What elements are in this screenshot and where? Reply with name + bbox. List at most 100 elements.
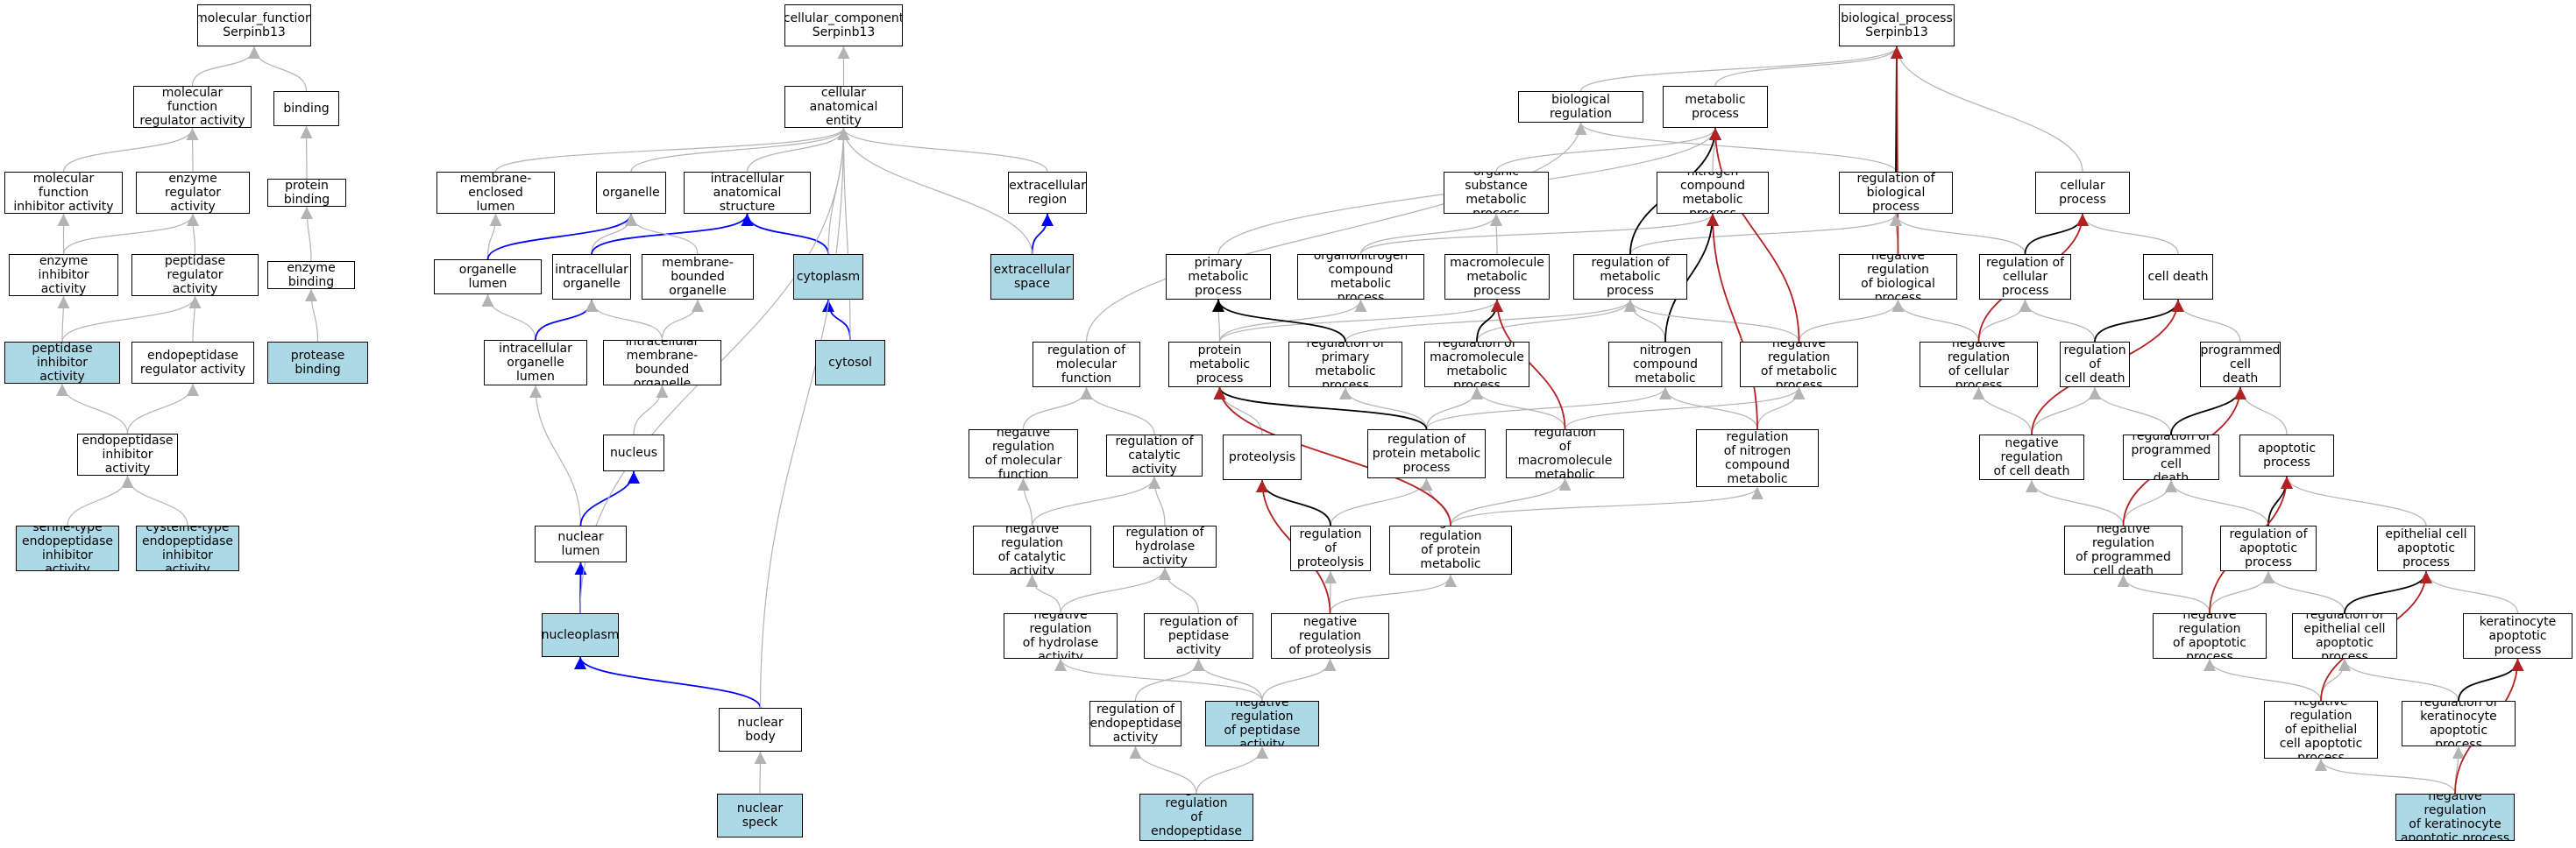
edge-is-a: [61, 295, 202, 343]
edge-is-a: [1359, 213, 1502, 255]
go-term-breg[interactable]: biological regulation: [1518, 91, 1643, 123]
go-term-nroncmp[interactable]: negative regulation of nitrogen compound…: [1696, 429, 1819, 487]
go-term-epra[interactable]: endopeptidase regulator activity: [131, 342, 254, 384]
go-term-nucleus[interactable]: nucleus: [603, 435, 664, 471]
go-term-nroepa[interactable]: negative regulation of endopeptidase act…: [1139, 794, 1253, 841]
go-term-serine[interactable]: serine-type endopeptidase inhibitor acti…: [16, 526, 119, 571]
edge-regulates: [1212, 299, 1346, 343]
go-term-er[interactable]: extracellular region: [1008, 172, 1087, 214]
go-term-ap[interactable]: apoptotic process: [2239, 435, 2334, 477]
go-term-imbo[interactable]: intracellular membrane-bounded organelle: [603, 340, 721, 385]
go-term-cd[interactable]: cell death: [2143, 254, 2213, 300]
go-term-nroecap[interactable]: negative regulation of epithelial cell a…: [2264, 701, 2378, 759]
go-term-nropa[interactable]: negative regulation of peptidase activit…: [1205, 701, 1319, 746]
edge-is-a: [591, 213, 637, 255]
go-term-protmp[interactable]: protein metabolic process: [1168, 342, 1271, 387]
go-term-ncmp[interactable]: nitrogen compound metabolic process: [1657, 172, 1769, 214]
go-term-protb[interactable]: protease binding: [267, 342, 368, 384]
go-term-nromp[interactable]: negative regulation of metabolic process: [1740, 342, 1858, 387]
go-term-pb[interactable]: protein binding: [267, 179, 346, 207]
go-term-nrokap[interactable]: negative regulation of keratinocyte apop…: [2395, 794, 2515, 841]
go-term-mfra[interactable]: molecular function regulator activity: [133, 86, 252, 128]
go-term-epia[interactable]: endopeptidase inhibitor activity: [77, 434, 178, 476]
go-term-nroap[interactable]: negative regulation of apoptotic process: [2153, 613, 2267, 659]
go-term-nrommp[interactable]: negative regulation of macromolecule met…: [1506, 429, 1624, 478]
go-term-ropcd[interactable]: regulation of programmed cell death: [2123, 435, 2219, 480]
go-term-romp[interactable]: regulation of metabolic process: [1573, 254, 1687, 300]
go-term-io[interactable]: intracellular organelle: [552, 254, 631, 300]
go-term-pmp[interactable]: primary metabolic process: [1166, 254, 1271, 300]
go-term-mmp[interactable]: macromolecule metabolic process: [1444, 254, 1550, 300]
go-term-eia[interactable]: enzyme inhibitor activity: [9, 254, 118, 296]
go-term-ecap[interactable]: epithelial cell apoptotic process: [2377, 526, 2475, 571]
go-term-osmp[interactable]: organic substance metabolic process: [1444, 172, 1549, 214]
edge-is-a: [1425, 386, 1671, 430]
go-term-pia[interactable]: peptidase inhibitor activity: [4, 342, 120, 384]
go-term-era[interactable]: enzyme regulator activity: [136, 172, 250, 214]
go-term-cae[interactable]: cellular anatomical entity: [784, 86, 903, 128]
go-term-ol[interactable]: organelle lumen: [434, 259, 542, 294]
go-term-roap[interactable]: regulation of apoptotic process: [2220, 526, 2317, 571]
go-term-rokap[interactable]: regulation of keratinocyte apoptotic pro…: [2402, 701, 2516, 746]
go-term-ropmp[interactable]: regulation of primary metabolic process: [1288, 342, 1402, 387]
go-term-cp[interactable]: cellular process: [2035, 172, 2130, 214]
go-term-rommp[interactable]: regulation of macromolecule metabolic pr…: [1424, 342, 1529, 387]
edge-is-a: [1425, 386, 1483, 430]
go-term-mbo[interactable]: membrane-bounded organelle: [642, 254, 754, 300]
go-term-mel[interactable]: membrane-enclosed lumen: [436, 172, 555, 214]
edge-is-a: [746, 127, 850, 173]
go-term-nropcd[interactable]: negative regulation of programmed cell d…: [2064, 526, 2182, 575]
go-term-nrocp[interactable]: negative regulation of cellular process: [1920, 342, 2038, 387]
go-term-binding[interactable]: binding: [273, 91, 339, 126]
go-term-ns[interactable]: nuclear speck: [717, 794, 803, 837]
go-term-roprotmp[interactable]: regulation of protein metabolic process: [1367, 429, 1486, 478]
go-term-np[interactable]: nucleoplasm: [542, 613, 619, 657]
go-term-pra[interactable]: peptidase regulator activity: [131, 254, 259, 296]
go-term-nroprotmp[interactable]: negative regulation of protein metabolic…: [1389, 526, 1512, 575]
go-term-organelle[interactable]: organelle: [596, 172, 666, 214]
edge-is-a: [2420, 570, 2519, 614]
go-term-ias[interactable]: intracellular anatomical structure: [684, 172, 811, 214]
go-term-rocp[interactable]: regulation of cellular process: [1979, 254, 2071, 300]
go-term-kap[interactable]: keratinocyte apoptotic process: [2463, 613, 2572, 659]
edge-is-a: [759, 127, 850, 709]
go-term-roecap[interactable]: regulation of epithelial cell apoptotic …: [2292, 613, 2397, 659]
go-term-proteolysis[interactable]: proteolysis: [1223, 435, 1302, 480]
go-term-nromf[interactable]: negative regulation of molecular functio…: [969, 429, 1078, 478]
edge-is-a: [1490, 213, 1503, 255]
edge-is-a: [1624, 299, 1800, 343]
go-term-romf[interactable]: regulation of molecular function: [1033, 342, 1140, 387]
go-term-nrocd[interactable]: negative regulation of cell death: [1979, 435, 2084, 480]
go-term-cytoplasm[interactable]: cytoplasm: [793, 254, 863, 300]
go-term-robp[interactable]: regulation of biological process: [1839, 172, 1953, 214]
go-term-roepa[interactable]: regulation of endopeptidase activity: [1089, 701, 1182, 746]
go-term-cytosol[interactable]: cytosol: [815, 340, 885, 385]
go-term-cc[interactable]: cellular_component Serpinb13: [784, 4, 903, 46]
go-term-oncmp[interactable]: organonitrogen compound metabolic proces…: [1297, 254, 1424, 300]
go-term-mp[interactable]: metabolic process: [1663, 86, 1768, 128]
go-term-eb[interactable]: enzyme binding: [267, 261, 355, 289]
edge-is-a: [837, 127, 1033, 255]
go-term-rocd[interactable]: regulation of cell death: [2060, 342, 2130, 387]
go-term-nb[interactable]: nuclear body: [719, 708, 802, 752]
go-term-nl[interactable]: nuclear lumen: [535, 526, 627, 562]
go-term-cysteine[interactable]: cysteine-type endopeptidase inhibitor ac…: [136, 526, 239, 571]
go-term-roha[interactable]: regulation of hydrolase activity: [1113, 526, 1217, 568]
go-term-mfia[interactable]: molecular function inhibitor activity: [4, 172, 123, 214]
go-term-pcd[interactable]: programmed cell death: [2200, 342, 2281, 387]
go-term-ropa[interactable]: regulation of peptidase activity: [1144, 613, 1253, 659]
go-term-rop[interactable]: regulation of proteolysis: [1290, 526, 1371, 571]
go-term-mf[interactable]: molecular_function Serpinb13: [197, 4, 311, 46]
go-term-nrobp[interactable]: negative regulation of biological proces…: [1839, 254, 1957, 300]
go-term-nroha[interactable]: negative regulation of hydrolase activit…: [1004, 613, 1118, 659]
go-term-es[interactable]: extracellular space: [990, 254, 1074, 300]
edge-is-a: [301, 206, 314, 262]
go-term-nroca[interactable]: negative regulation of catalytic activit…: [973, 526, 1091, 575]
edge-is-a: [1450, 486, 1763, 526]
go-term-bp[interactable]: biological_process Serpinb13: [1839, 4, 1955, 46]
go-term-roca[interactable]: regulation of catalytic activity: [1106, 435, 1203, 477]
go-term-iol[interactable]: intracellular organelle lumen: [484, 340, 587, 385]
go-term-nrop[interactable]: negative regulation of proteolysis: [1271, 613, 1389, 659]
go-term-roncmp[interactable]: regulation of nitrogen compound metaboli…: [1608, 342, 1722, 387]
